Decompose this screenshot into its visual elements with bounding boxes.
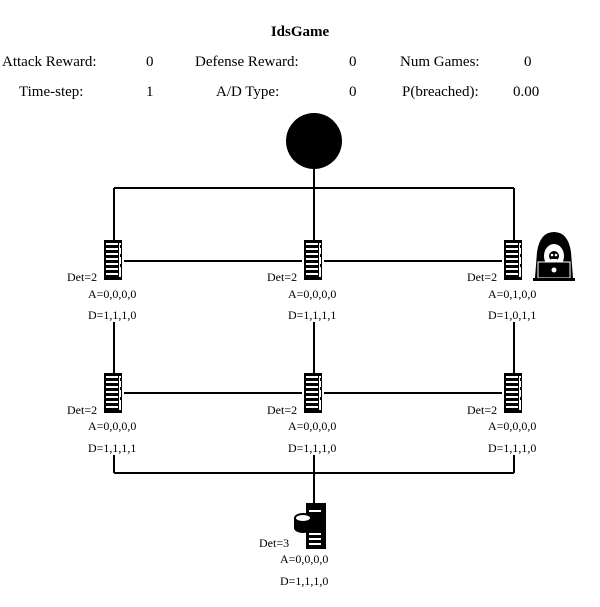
node-attack-values: A=0,1,0,0 <box>488 287 537 301</box>
num-games-label: Num Games: <box>400 54 480 70</box>
node-det-label: Det=2 <box>267 403 298 417</box>
attack-reward-label: Attack Reward: <box>2 54 97 70</box>
node-defense-values: D=1,0,1,1 <box>488 308 537 322</box>
server-icon <box>504 373 522 413</box>
node-attack-values: A=0,0,0,0 <box>280 552 329 566</box>
p-breached-value: 0.00 <box>513 84 540 100</box>
node-attack-values: A=0,0,0,0 <box>88 287 137 301</box>
node-defense-values: D=1,1,1,0 <box>288 441 337 455</box>
server-icon <box>304 373 322 413</box>
game-title: IdsGame <box>270 24 330 40</box>
node-defense-values: D=1,1,1,1 <box>88 441 137 455</box>
node-det-label: Det=3 <box>259 536 290 550</box>
time-step-label: Time-step: <box>19 84 84 100</box>
node-det-label: Det=2 <box>267 270 298 284</box>
node-det-label: Det=2 <box>467 403 498 417</box>
node-attack-values: A=0,0,0,0 <box>288 287 337 301</box>
database-server-icon <box>294 503 326 549</box>
ad-type-value: 0 <box>349 84 357 100</box>
node-attack-values: A=0,0,0,0 <box>488 419 537 433</box>
node-attack-values: A=0,0,0,0 <box>88 419 137 433</box>
ad-type-label: A/D Type: <box>216 84 280 100</box>
node-attack-values: A=0,0,0,0 <box>288 419 337 433</box>
server-icon <box>504 240 522 280</box>
hacker-icon <box>533 232 575 281</box>
attack-reward-value: 0 <box>146 54 154 70</box>
node-defense-values: D=1,1,1,0 <box>88 308 137 322</box>
node-defense-values: D=1,1,1,0 <box>280 574 329 588</box>
time-step-value: 1 <box>146 84 154 100</box>
p-breached-label: P(breached): <box>402 84 479 100</box>
node-defense-values: D=1,1,1,0 <box>488 441 537 455</box>
node-defense-values: D=1,1,1,1 <box>288 308 337 322</box>
server-icon <box>304 240 322 280</box>
num-games-value: 0 <box>524 54 532 70</box>
defense-reward-label: Defense Reward: <box>195 54 299 70</box>
network-edges <box>113 168 515 503</box>
node-det-label: Det=2 <box>467 270 498 284</box>
server-icon <box>104 240 122 280</box>
server-icon <box>104 373 122 413</box>
node-det-label: Det=2 <box>67 270 98 284</box>
defense-reward-value: 0 <box>349 54 357 70</box>
start-node-circle <box>286 113 342 169</box>
node-det-label: Det=2 <box>67 403 98 417</box>
